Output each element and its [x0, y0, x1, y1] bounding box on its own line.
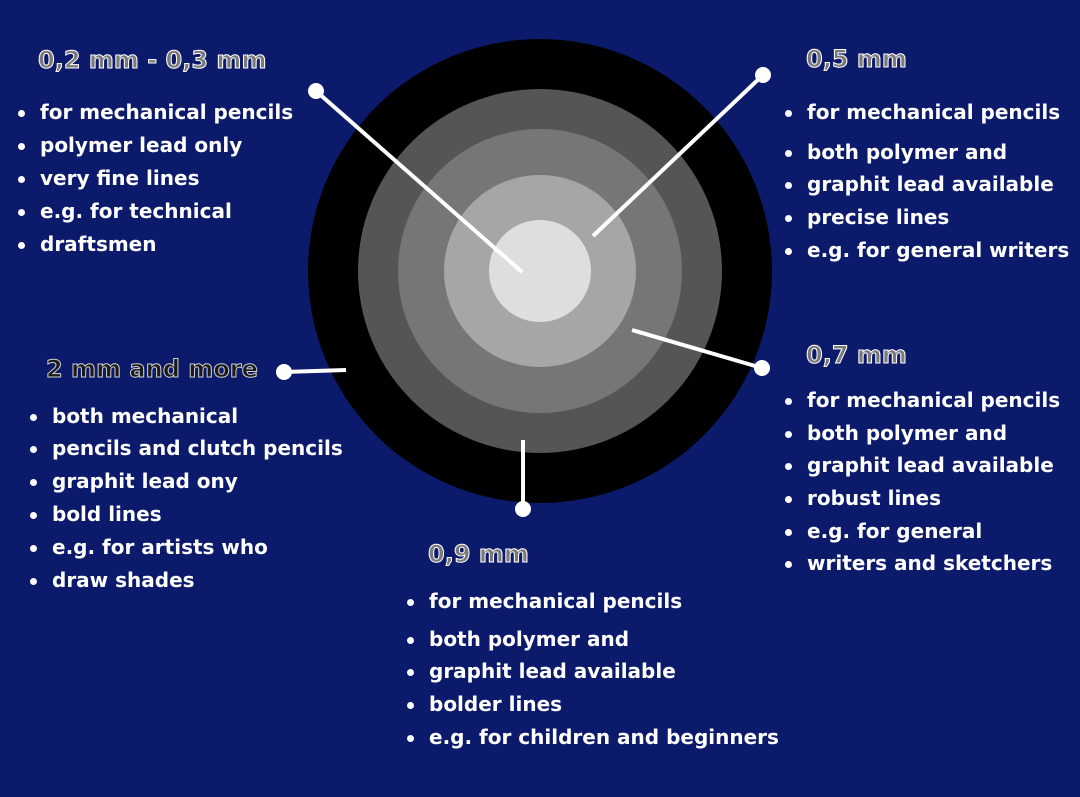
- connector-0-5mm: [591, 73, 765, 238]
- list-item: for mechanical pencils: [783, 384, 1060, 417]
- list-item: for mechanical pencils: [783, 96, 1069, 129]
- list-item: pencils and clutch pencils: [28, 432, 343, 465]
- connector-dot-2mm: [276, 364, 292, 380]
- connector-0-2mm: [314, 89, 524, 274]
- list-0-9mm: for mechanical pencils both polymer and …: [405, 585, 779, 754]
- list-item: e.g. for technical: [16, 195, 293, 228]
- connector-2mm: [283, 368, 347, 374]
- list-item: e.g. for artists who: [28, 531, 343, 564]
- list-item: e.g. for children and beginners: [405, 721, 779, 754]
- list-item: draftsmen: [16, 228, 293, 261]
- heading-0-2-0-3mm: 0,2 mm - 0,3 mm: [37, 46, 267, 75]
- connector-dot-0-5mm: [755, 67, 771, 83]
- connector-dot-0-7mm: [754, 360, 770, 376]
- list-item: graphit lead ony: [28, 465, 343, 498]
- heading-0-7mm: 0,7 mm: [806, 341, 908, 370]
- list-item: draw shades: [28, 564, 343, 597]
- list-item: both mechanical: [28, 400, 343, 433]
- list-item: graphit lead available: [405, 655, 779, 688]
- list-item: graphit lead available: [783, 449, 1060, 482]
- list-item: writers and sketchers: [783, 547, 1060, 580]
- ring-center: [489, 220, 591, 322]
- list-item: graphit lead available: [783, 168, 1069, 201]
- list-item: very fine lines: [16, 162, 293, 195]
- list-item: both polymer and: [783, 417, 1060, 450]
- list-item: both polymer and: [783, 136, 1069, 169]
- list-item: bold lines: [28, 498, 343, 531]
- list-0-5mm: for mechanical pencils both polymer and …: [783, 96, 1069, 267]
- heading-2mm-and-more: 2 mm and more: [46, 355, 259, 384]
- connector-0-7mm: [631, 328, 763, 370]
- heading-0-9mm: 0,9 mm: [428, 540, 530, 569]
- heading-0-5mm: 0,5 mm: [806, 45, 908, 74]
- list-0-2-0-3mm: for mechanical pencils polymer lead only…: [16, 96, 293, 261]
- list-item: e.g. for general writers: [783, 234, 1069, 267]
- list-item: precise lines: [783, 201, 1069, 234]
- list-item: both polymer and: [405, 623, 779, 656]
- list-2mm-and-more: both mechanical pencils and clutch penci…: [28, 400, 343, 597]
- list-item: robust lines: [783, 482, 1060, 515]
- list-0-7mm: for mechanical pencils both polymer and …: [783, 384, 1060, 580]
- list-item: bolder lines: [405, 688, 779, 721]
- list-item: polymer lead only: [16, 129, 293, 162]
- connector-dot-0-9mm: [515, 501, 531, 517]
- list-item: e.g. for general: [783, 515, 1060, 548]
- list-item: for mechanical pencils: [405, 585, 779, 618]
- list-item: for mechanical pencils: [16, 96, 293, 129]
- connector-dot-0-2mm: [308, 83, 324, 99]
